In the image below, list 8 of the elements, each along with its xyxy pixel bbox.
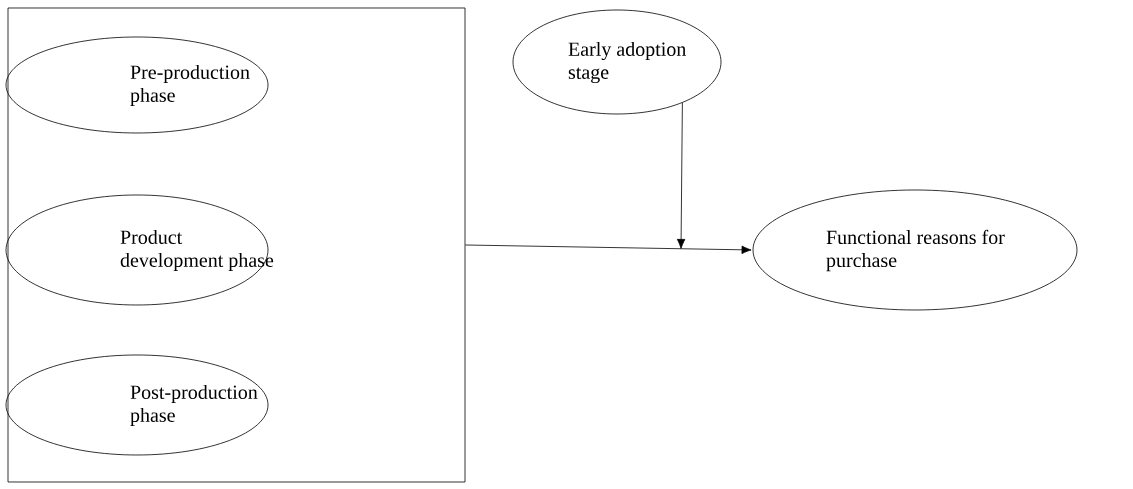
arrow bbox=[676, 102, 686, 249]
group-box bbox=[7, 7, 466, 483]
ellipse-node: Pre-production phase bbox=[5, 36, 269, 134]
ellipse-node: Functional reasons for purchase bbox=[752, 189, 1078, 311]
ellipse-node: Early adoption stage bbox=[512, 9, 722, 115]
ellipse-node: Post-production phase bbox=[5, 354, 269, 456]
ellipse-node: Product development phase bbox=[5, 194, 274, 306]
arrow bbox=[465, 244, 752, 254]
